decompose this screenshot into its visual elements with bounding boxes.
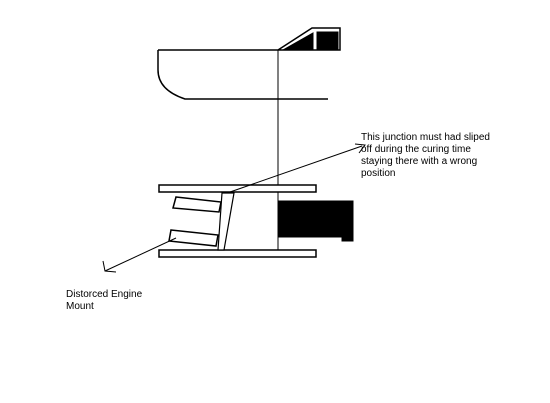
- windshield-pane-left: [281, 32, 314, 51]
- mount-pointer: [102, 237, 177, 273]
- junction-slanted-member: [217, 192, 235, 251]
- engine-body: [278, 200, 342, 238]
- junction-pointer-arrowhead: [354, 143, 366, 154]
- mount-pointer-line: [104, 237, 177, 272]
- engine-block: [278, 200, 354, 242]
- mount-arm-upper: [172, 196, 222, 213]
- engine-mount-frame: [158, 184, 317, 258]
- windshield-pane-right: [316, 31, 339, 51]
- upper-rail: [158, 184, 317, 193]
- windshield-panes: [281, 31, 339, 51]
- mount-pointer-arrowhead: [102, 260, 117, 273]
- junction-pointer-line: [229, 145, 363, 193]
- lower-rail: [158, 249, 317, 258]
- junction-pointer: [229, 143, 366, 193]
- engine-collar: [341, 200, 354, 242]
- fuselage-nose-curve: [157, 50, 328, 100]
- junction-annotation: This junction must had sliped off during…: [361, 132, 490, 179]
- engine-mount-annotation: Distorced Engine Mount: [66, 289, 143, 312]
- mount-arm-lower: [168, 229, 219, 247]
- distorted-mount-arms: [168, 196, 222, 247]
